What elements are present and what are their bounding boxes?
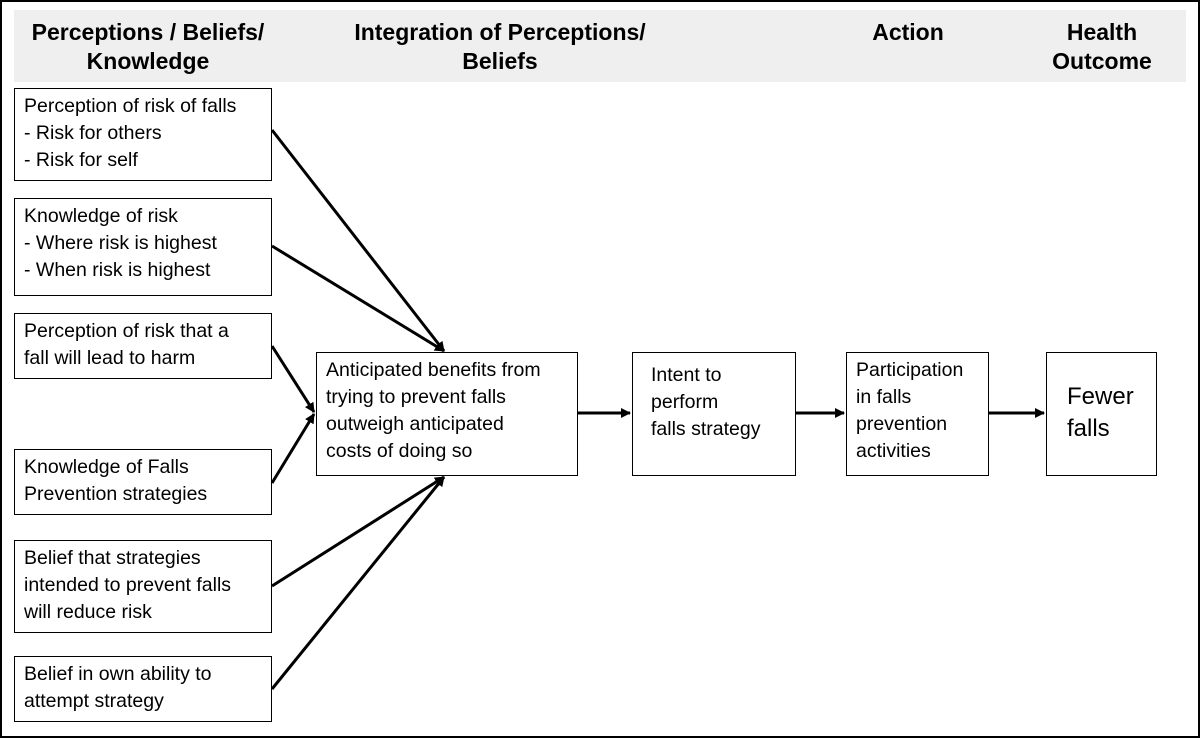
arrow-belief-own-ability-to-integration (270, 476, 446, 690)
arrow-belief-reduce-risk-to-integration (271, 475, 445, 588)
box-anticipated-benefits: Anticipated benefits from trying to prev… (316, 352, 578, 476)
header-integration: Integration of Perceptions/ Beliefs (354, 19, 646, 74)
arrow-knowledge-of-risk-to-integration (271, 244, 445, 353)
box-fewer-falls: Fewer falls (1046, 352, 1157, 476)
header-band (14, 10, 1186, 82)
box-perception-risk-of-harm: Perception of risk that a fall will lead… (14, 313, 272, 379)
box-intent-to-perform: Intent to perform falls strategy (632, 352, 796, 476)
box-belief-strategies-reduce-risk: Belief that strategies intended to preve… (14, 540, 272, 633)
header-perceptions-beliefs-knowledge: Perceptions / Beliefs/ Knowledge (31, 19, 265, 74)
arrow-knowledge-strategies-to-integration (270, 413, 316, 484)
header-health-outcome: Health Outcome (1052, 19, 1152, 74)
box-perception-risk-of-falls: Perception of risk of falls - Risk for o… (14, 88, 272, 181)
header-action: Action (872, 19, 944, 45)
arrow-risk-of-falls-to-integration (270, 129, 446, 352)
box-participation: Participation in falls prevention activi… (846, 352, 989, 476)
arrow-risk-of-harm-to-integration (270, 345, 316, 413)
box-belief-own-ability: Belief in own ability to attempt strateg… (14, 656, 272, 722)
